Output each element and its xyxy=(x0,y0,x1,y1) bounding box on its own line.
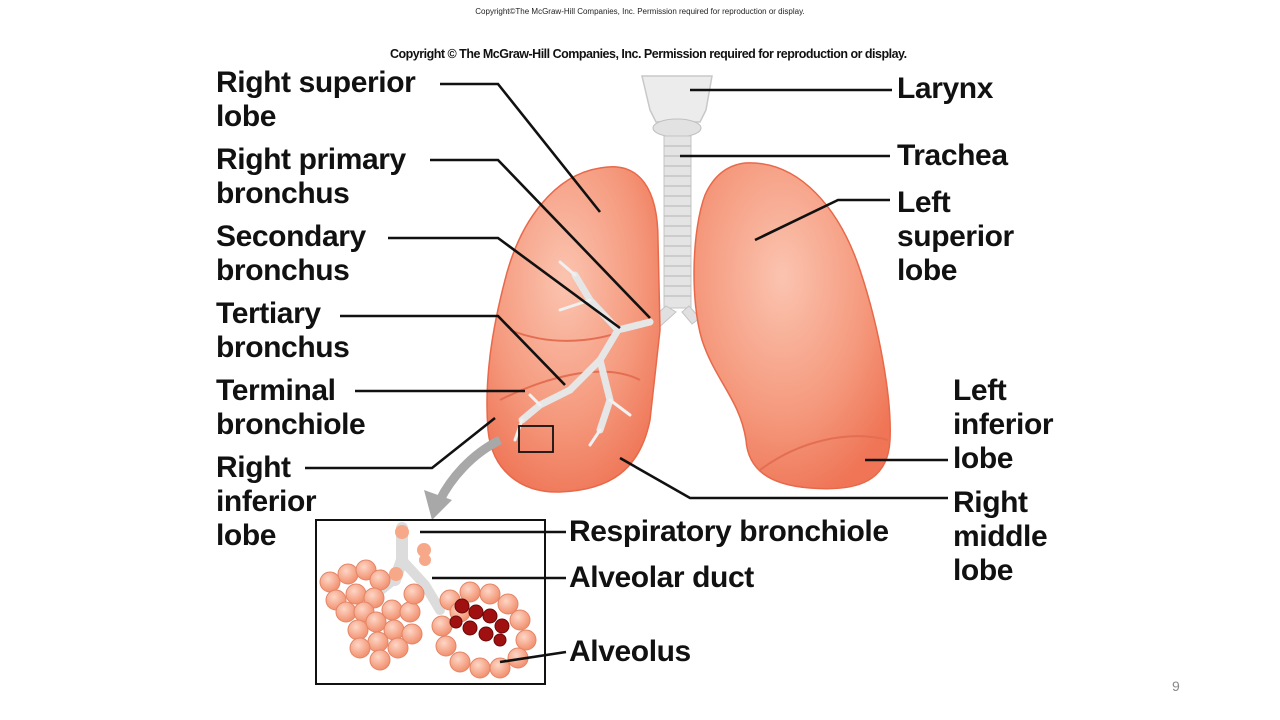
detail-box xyxy=(518,425,554,453)
zoom-arrow-head xyxy=(424,490,452,520)
slide-number: 9 xyxy=(1172,678,1180,694)
leader-tertiary-bronchus xyxy=(340,314,566,386)
leader-right-inferior-lobe xyxy=(305,416,496,470)
label-larynx: Larynx xyxy=(897,72,993,105)
alveoli-inset xyxy=(315,519,546,685)
label-alveolar-duct: Alveolar duct xyxy=(569,561,754,594)
leader-right-middle-lobe xyxy=(619,456,948,500)
zoom-arrow xyxy=(435,435,503,503)
right-lung xyxy=(486,166,661,493)
left-lung xyxy=(693,162,891,490)
label-alveolus: Alveolus xyxy=(569,635,691,668)
leader-right-superior-lobe xyxy=(440,82,602,213)
leader-left-superior-lobe xyxy=(754,198,890,242)
leader-alveolus xyxy=(499,650,567,664)
label-trachea: Trachea xyxy=(897,139,1008,172)
leader-secondary-bronchus xyxy=(388,236,621,330)
larynx-shape xyxy=(641,75,713,138)
leader-lines xyxy=(305,82,948,664)
leader-right-primary-bronchus xyxy=(430,158,651,319)
label-respiratory-bronchiole: Respiratory bronchiole xyxy=(569,515,889,548)
copyright-figure: Copyright © The McGraw-Hill Companies, I… xyxy=(390,47,907,61)
trachea-shape xyxy=(647,135,701,331)
copyright-top: Copyright©The McGraw-Hill Companies, Inc… xyxy=(475,7,805,16)
